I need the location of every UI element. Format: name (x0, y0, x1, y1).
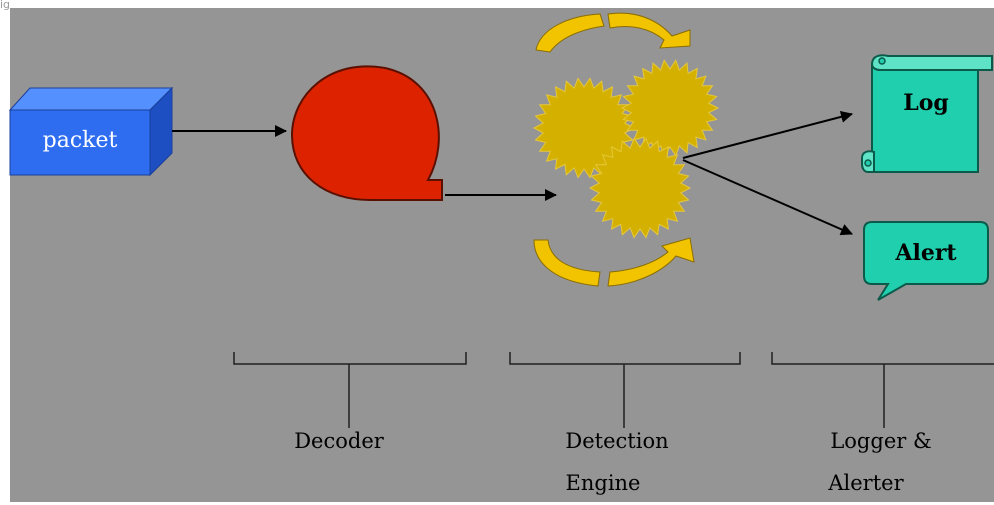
loop-arrow-bottom-left (533, 239, 601, 287)
stage-logger-label-line1: Logger & (830, 429, 931, 453)
loop-arrow-top-right (607, 12, 691, 49)
log-scroll-top-roll (870, 54, 993, 71)
log-scroll-curl-top (878, 57, 886, 65)
detection-bracket (509, 352, 741, 428)
logger-bracket-line (771, 352, 994, 428)
detection-gears-icon (532, 59, 720, 239)
loop-arrow-bottom-right (607, 237, 695, 287)
packet-label: packet (43, 128, 118, 153)
decoder-bracket-line (233, 352, 467, 428)
diagram-background (10, 8, 994, 502)
stage-detection-label-line1: Detection (565, 429, 668, 453)
loop-arrow-top-left (535, 13, 605, 53)
log-scroll-icon: Log (861, 54, 993, 173)
packet-box-icon: packet (8, 86, 174, 177)
arrow-engine-to-log (682, 110, 853, 159)
log-scroll-curl-bottom (864, 159, 872, 167)
alert-callout-icon: Alert (863, 221, 989, 301)
arrow-engine-to-alert (682, 159, 853, 236)
packet-box-top (8, 87, 174, 111)
stage-detection-label-line2: Engine (566, 471, 641, 495)
packet-box-front (9, 109, 151, 176)
log-label: Log (903, 90, 949, 116)
figure-caption-fragment: ig (0, 0, 11, 10)
detection-bracket-line (509, 352, 741, 428)
stage-decoder-label: Decoder (294, 429, 385, 453)
gear-right-icon (620, 59, 720, 157)
logger-bracket (771, 352, 994, 428)
stage-logger-label-line2: Alerter (827, 471, 904, 495)
gear-bottom-icon (588, 137, 692, 239)
log-scroll-body (871, 63, 979, 173)
decoder-speech-bubble-icon (290, 65, 443, 201)
decoder-bracket (233, 352, 467, 428)
alert-label: Alert (894, 240, 957, 266)
loop-arrows-icon (533, 12, 695, 287)
alert-callout-bubble (863, 221, 989, 301)
